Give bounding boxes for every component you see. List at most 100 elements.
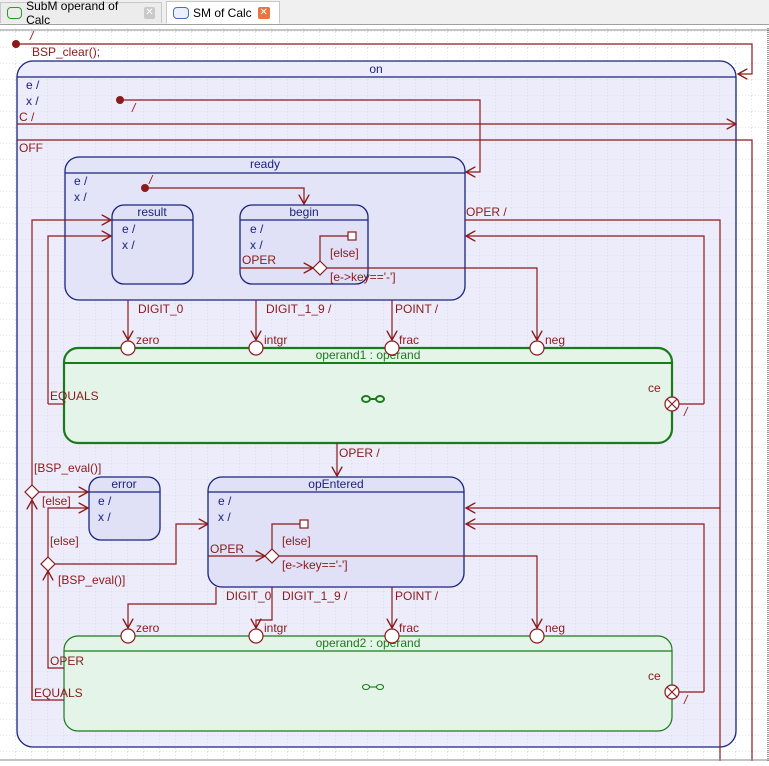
entry-action: e / <box>250 222 264 236</box>
entry-point-icon[interactable] <box>529 628 545 644</box>
state-name: on <box>369 62 382 76</box>
transition-neg-guard[interactable] <box>327 267 537 340</box>
close-tab-icon[interactable]: ✕ <box>257 6 270 19</box>
exit-point-ce-operand1[interactable]: ce / <box>648 381 704 419</box>
tab-label: SubM operand of Calc <box>26 0 119 27</box>
state-begin[interactable]: begin e / x / OPER <box>239 204 369 285</box>
transition-ce-to-ready[interactable] <box>466 236 705 404</box>
top-initial-transition[interactable]: / BSP_clear(); <box>12 29 753 74</box>
guard-label: [BSP_eval()] <box>34 461 101 475</box>
transition-to-opentered[interactable] <box>55 524 208 565</box>
entry-point-label: frac <box>399 621 419 635</box>
transition-else-to-error[interactable] <box>47 508 88 557</box>
entry-point-label: neg <box>545 621 565 635</box>
transition-ce2-to-opentered[interactable] <box>466 524 705 692</box>
tab-submachine-operand[interactable]: SubM operand of Calc ✕ <box>0 0 162 27</box>
transition-oper-label: OPER / <box>339 446 380 460</box>
exit-label: / <box>683 693 689 707</box>
transition-oper-from-operand2[interactable] <box>48 571 64 669</box>
state-name: ready <box>250 157 280 171</box>
transition-label: DIGIT_0 <box>226 589 272 603</box>
entry-point-icon[interactable] <box>120 628 136 644</box>
guard-else: [else] <box>282 534 311 548</box>
guard-minus: [e->key=='-'] <box>282 558 348 572</box>
diagram-canvas[interactable]: on e / x / C / OFF / BSP_clear(); / read… <box>0 28 769 761</box>
submachine-operand2[interactable]: operand2 : operand <box>63 635 673 732</box>
state-name: error <box>111 477 136 491</box>
guard-label: [BSP_eval()] <box>58 573 125 587</box>
submachine-glyph-icon <box>361 395 385 403</box>
exit-action: x / <box>218 510 231 524</box>
entry-point-label: zero <box>136 333 160 347</box>
transition-label: DIGIT_0 <box>138 302 184 316</box>
entry-points-operand1: zero intgr frac neg <box>120 333 565 356</box>
choice-pseudostate-icon[interactable] <box>312 260 328 276</box>
on-initial-transition[interactable]: / <box>116 96 481 172</box>
transition-equals-from-operand2[interactable] <box>32 500 64 701</box>
guard-else: [else] <box>42 494 71 508</box>
submachine-operand1[interactable]: operand1 : operand <box>62 346 674 445</box>
initial-label: / <box>148 173 154 187</box>
state-name: opEntered <box>308 477 363 491</box>
exit-action: x / <box>122 238 135 252</box>
transition-off[interactable] <box>17 139 753 761</box>
ready-initial-transition[interactable]: / <box>141 173 304 204</box>
transition-label: DIGIT_1_9 / <box>266 302 332 316</box>
initial-label: / <box>29 29 35 43</box>
exit-action: x / <box>74 190 87 204</box>
exit-point-label: ce <box>648 381 661 395</box>
entry-point-label: frac <box>399 333 419 347</box>
close-tab-icon[interactable]: ✕ <box>143 7 155 19</box>
transition-oper-label: OPER <box>50 654 84 668</box>
entry-points-operand2: zero intgr frac neg <box>120 621 565 644</box>
transition-label: POINT / <box>395 302 439 316</box>
state-error[interactable]: error e / x / <box>88 476 161 541</box>
entry-point-icon[interactable] <box>384 340 400 356</box>
entry-point-label: intgr <box>264 333 287 347</box>
state-machine-icon <box>173 6 189 19</box>
exit-action: x / <box>250 238 263 252</box>
state-name: begin <box>289 205 318 219</box>
transition-digit0[interactable] <box>128 587 217 628</box>
transition-else[interactable] <box>319 235 348 261</box>
state-result[interactable]: result e / x / <box>111 204 194 285</box>
entry-action: e / <box>98 494 112 508</box>
entry-point-icon[interactable] <box>248 628 264 644</box>
exit-label: / <box>683 405 689 419</box>
entry-action: e / <box>218 494 232 508</box>
exit-action: x / <box>98 510 111 524</box>
transition-oper-label: OPER / <box>466 205 507 219</box>
tab-label: SM of Calc <box>193 5 252 20</box>
tab-sm-of-calc[interactable]: SM of Calc ✕ <box>166 1 280 24</box>
transition-equals1-to-result[interactable] <box>47 236 111 404</box>
history-marker-icon <box>347 231 357 241</box>
entry-point-icon[interactable] <box>384 628 400 644</box>
exit-point-ce-operand2[interactable]: ce / <box>648 669 704 707</box>
submachine-name: operand1 : operand <box>316 348 421 362</box>
transition-digit19[interactable] <box>256 587 273 628</box>
transition-else[interactable] <box>271 523 300 549</box>
entry-point-icon[interactable] <box>529 340 545 356</box>
submachine-glyph-icon <box>361 683 385 691</box>
entry-point-label: intgr <box>264 621 287 635</box>
entry-action: e / <box>74 174 88 188</box>
transition-label: DIGIT_1_9 / <box>282 589 348 603</box>
submachine-icon <box>7 7 23 19</box>
entry-point-icon[interactable] <box>248 340 264 356</box>
initial-label: / <box>131 101 137 115</box>
transition-equals-label: EQUALS <box>50 389 99 403</box>
transition-label: POINT / <box>395 589 439 603</box>
tab-bar: SubM operand of Calc ✕ SM of Calc ✕ <box>0 0 769 27</box>
entry-point-label: neg <box>545 333 565 347</box>
initial-action: BSP_clear(); <box>32 45 100 59</box>
guard-else: [else] <box>50 534 79 548</box>
entry-point-label: zero <box>136 621 160 635</box>
transition-neg-guard[interactable] <box>279 555 537 628</box>
transition-oper-label: OPER <box>210 542 244 556</box>
transition-ready-oper[interactable] <box>465 219 721 761</box>
state-name: result <box>137 205 167 219</box>
exit-point-label: ce <box>648 669 661 683</box>
choice-pseudostate-icon[interactable] <box>264 548 280 564</box>
history-marker-icon <box>299 519 309 529</box>
entry-point-icon[interactable] <box>120 340 136 356</box>
